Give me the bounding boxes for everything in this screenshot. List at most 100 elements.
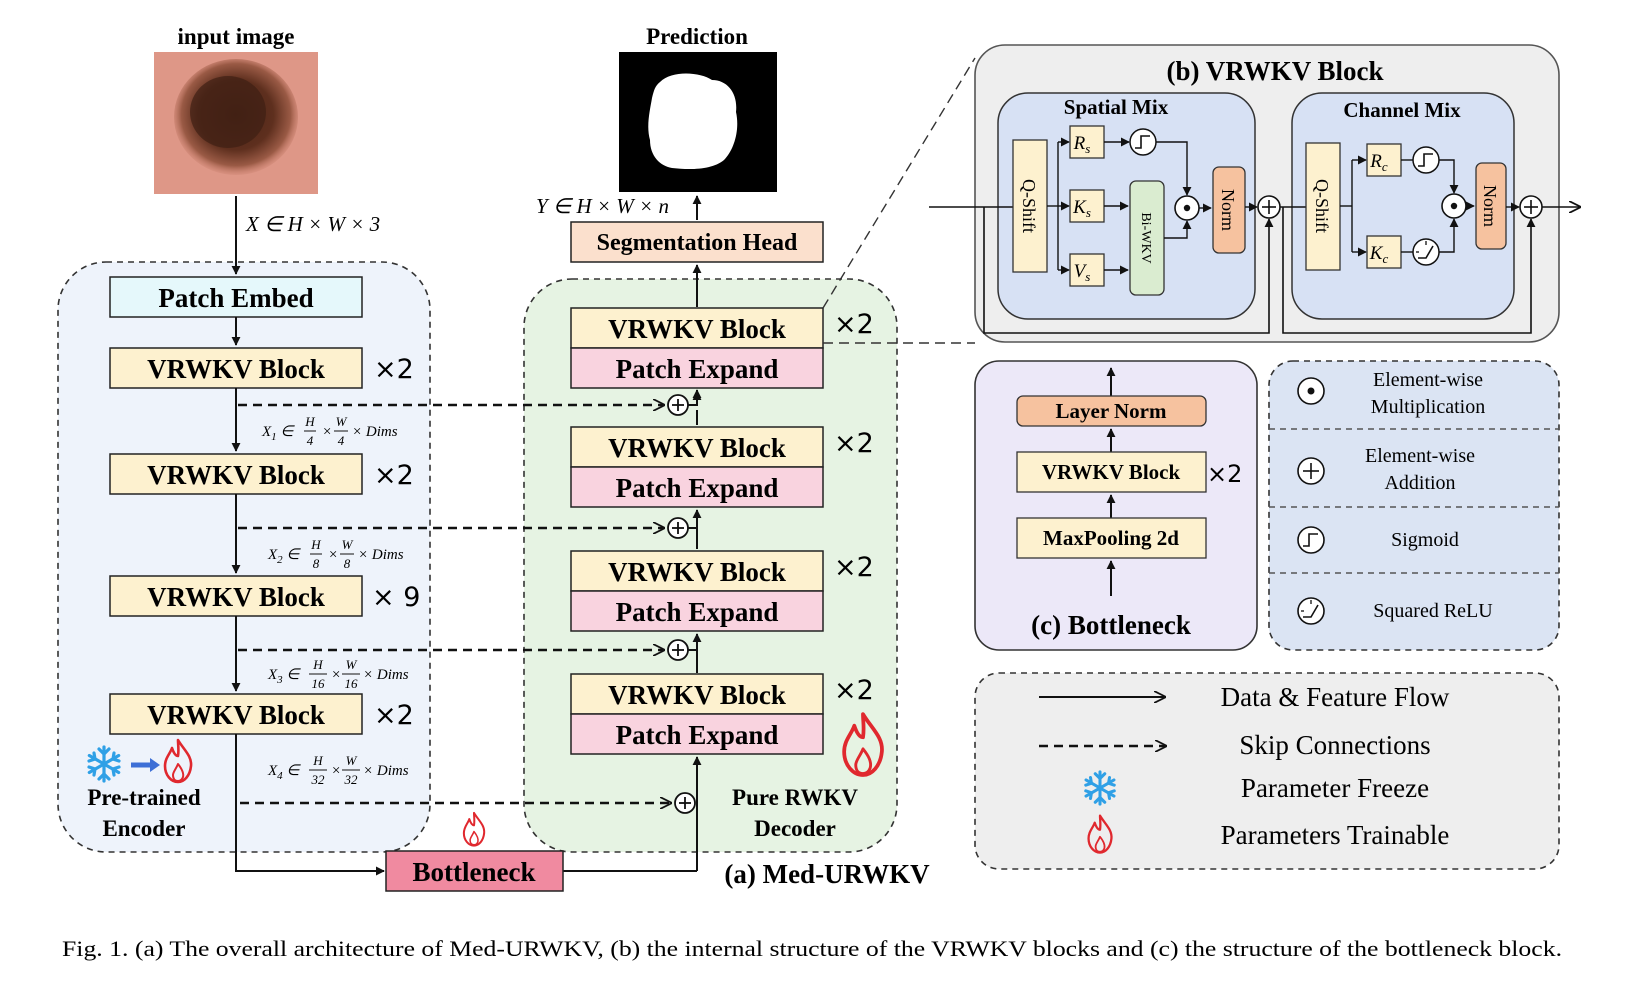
svg-text:H: H <box>312 753 323 768</box>
feature-label-2: X2 ∈ H 8 × W 8 × Dims <box>267 537 404 571</box>
legend-flow-data: Data & Feature Flow <box>1039 682 1450 712</box>
flow-arrow <box>1156 141 1192 196</box>
decoder-patch-expand-label: Patch Expand <box>616 354 779 384</box>
encoder-caption-line1: Pre-trained <box>87 785 200 810</box>
legend-op-squared-relu: Squared ReLU <box>1297 597 1493 625</box>
norm-spatial <box>1212 166 1246 254</box>
dot-circle-icon <box>1441 193 1467 219</box>
panel-c-title: (c) Bottleneck <box>1031 610 1191 640</box>
encoder-caption-line2: Encoder <box>102 816 185 841</box>
plus-circle-icon <box>1257 195 1281 219</box>
legend-op-text: Sigmoid <box>1391 529 1459 551</box>
decoder-vrwkv-label: VRWKV Block <box>608 314 786 344</box>
encoder-block-repeat: × 9 <box>372 582 420 613</box>
decoder-vrwkv-label: VRWKV Block <box>608 433 786 463</box>
legend-flow <box>974 672 1560 870</box>
norm-channel <box>1475 162 1507 250</box>
norm-label: Norm <box>1218 189 1238 231</box>
decoder-stage-3: VRWKV Block Patch Expand ×2 <box>570 550 874 632</box>
bottleneck-label: Bottleneck <box>413 857 536 887</box>
svg-text:×: × <box>331 763 341 779</box>
plus-circle-icon <box>1297 457 1325 485</box>
dot-circle-icon <box>1174 195 1200 221</box>
legend-flow-text: Skip Connections <box>1239 730 1430 760</box>
legend-flow-text: Parameters Trainable <box>1221 820 1450 850</box>
plus-circle-icon <box>674 792 696 814</box>
svg-text:32: 32 <box>311 772 326 787</box>
sigmoid-icon <box>1297 526 1325 554</box>
encoder-block-label: VRWKV Block <box>147 582 325 612</box>
flow-arrow <box>235 734 385 876</box>
panel-a-title: (a) Med-URWKV <box>724 859 930 889</box>
decoder-vrwkv-label: VRWKV Block <box>608 680 786 710</box>
legend-flow-text: Data & Feature Flow <box>1221 682 1450 712</box>
legend-operations <box>1268 360 1560 651</box>
encoder-block-label: VRWKV Block <box>147 460 325 490</box>
legend-op-text: Squared ReLU <box>1373 600 1493 622</box>
svg-text:× Dims: × Dims <box>358 547 404 563</box>
legend-op-sigmoid: Sigmoid <box>1297 526 1459 554</box>
svg-text:4: 4 <box>307 433 314 448</box>
encoder-block-repeat: ×2 <box>374 354 414 385</box>
svg-text:32: 32 <box>344 772 359 787</box>
figure-caption: Fig. 1. (a) The overall architecture of … <box>62 936 1562 961</box>
svg-text:Vs: Vs <box>1074 261 1091 284</box>
input-image <box>154 52 318 194</box>
bottleneck-block: Bottleneck <box>385 850 564 892</box>
spatial-mix-label: Spatial Mix <box>1064 95 1169 119</box>
flame-icon <box>462 811 486 847</box>
svg-text:X3 ∈: X3 ∈ <box>267 667 301 686</box>
segmentation-head-label: Segmentation Head <box>597 230 798 256</box>
legend-flow-freeze: Parameter Freeze <box>1084 770 1429 806</box>
svg-text:× Dims: × Dims <box>352 424 398 440</box>
plus-circle-icon <box>667 517 689 539</box>
plus-circle-icon <box>667 639 689 661</box>
svg-text:4: 4 <box>338 433 345 448</box>
decoder-caption-line2: Decoder <box>754 816 836 841</box>
encoder-block-2: VRWKV Block ×2 <box>109 453 414 495</box>
legend-op-text: Element-wise <box>1365 445 1475 467</box>
svg-text:×: × <box>322 424 332 440</box>
svg-text:W: W <box>346 753 358 768</box>
feature-label-3: X3 ∈ H 16 × W 16 × Dims <box>267 657 409 691</box>
svg-text:Kc: Kc <box>1369 243 1389 266</box>
feature-label-4: X4 ∈ H 32 × W 32 × Dims <box>267 753 409 787</box>
svg-text:× Dims: × Dims <box>363 667 409 683</box>
squared-relu-icon <box>1297 597 1325 625</box>
svg-text:X4 ∈: X4 ∈ <box>267 763 301 782</box>
decoder-patch-expand-label: Patch Expand <box>616 473 779 503</box>
patch-embed-label: Patch Embed <box>158 283 313 313</box>
rc-box: Rc <box>1366 143 1402 177</box>
encoder-block-repeat: ×2 <box>374 700 414 731</box>
svg-text:8: 8 <box>313 556 320 571</box>
decoder-vrwkv-label: VRWKV Block <box>608 557 786 587</box>
bottleneck-vrwkv-label: VRWKV Block <box>1042 460 1181 484</box>
decoder-stage-2: VRWKV Block Patch Expand ×2 <box>570 426 874 508</box>
maxpooling-label: MaxPooling 2d <box>1043 526 1179 550</box>
channel-mix-label: Channel Mix <box>1343 98 1461 122</box>
residual-connection <box>983 207 1274 334</box>
svg-text:×: × <box>331 667 341 683</box>
svg-text:X2 ∈: X2 ∈ <box>267 547 301 566</box>
svg-text:Rs: Rs <box>1073 133 1091 156</box>
qshift-spatial <box>1012 139 1048 273</box>
sigmoid-icon <box>1412 146 1440 174</box>
decoder-stage-1: VRWKV Block Patch Expand ×2 <box>570 307 874 389</box>
decoder-stage-repeat: ×2 <box>834 675 874 706</box>
maxpooling-block: MaxPooling 2d <box>1016 517 1207 559</box>
norm-label: Norm <box>1480 185 1500 227</box>
legend-op-addition: Element-wise Addition <box>1297 445 1475 494</box>
feature-label-1: X1 ∈ H 4 × W 4 × Dims <box>261 414 398 448</box>
encoder-block-label: VRWKV Block <box>147 354 325 384</box>
flow-arrow <box>1439 159 1459 194</box>
input-image-label: input image <box>178 24 295 49</box>
decoder-stage-repeat: ×2 <box>834 552 874 583</box>
encoder-block-repeat: ×2 <box>374 460 414 491</box>
prediction-label: Prediction <box>646 24 748 49</box>
decoder-stage-repeat: ×2 <box>834 428 874 459</box>
dot-circle-icon <box>1297 377 1325 405</box>
sigmoid-icon <box>1129 128 1157 156</box>
plus-circle-icon <box>667 394 689 416</box>
svg-text:16: 16 <box>345 676 359 691</box>
legend-op-text: Element-wise <box>1373 369 1483 391</box>
